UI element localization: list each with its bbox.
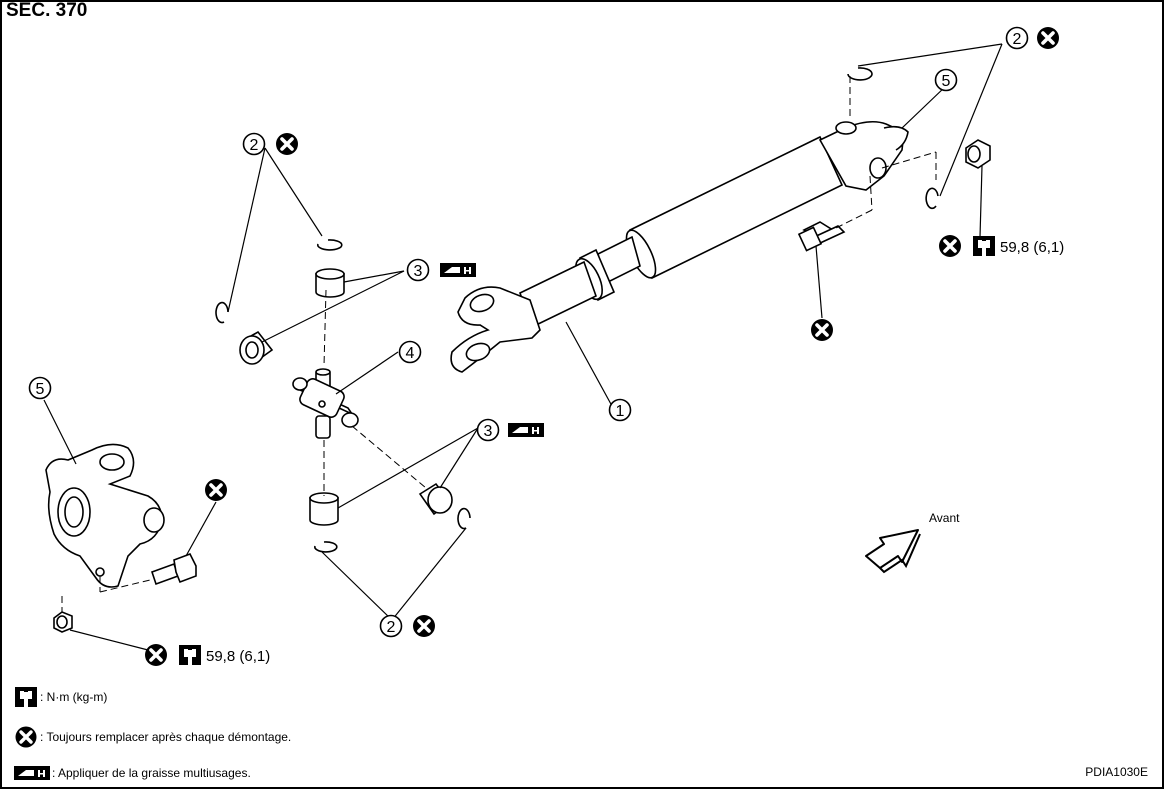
replace-x-icon [937, 233, 963, 259]
replace-x-icon [1035, 25, 1061, 51]
flange-yoke [45, 443, 165, 588]
legend-replace: : Toujours remplacer après chaque démont… [14, 726, 291, 748]
callout-1: 1 [608, 398, 632, 422]
center-lines [61, 76, 937, 612]
callout-number: 1 [616, 403, 625, 420]
leader-lines [43, 43, 1003, 651]
grease-icon [508, 423, 544, 437]
legend-torque: : N·m (kg-m) [14, 686, 107, 708]
callout-4: 4 [398, 340, 422, 364]
legend-grease: : Appliquer de la graisse multiusages. [14, 762, 251, 784]
direction-label: Avant [929, 511, 960, 525]
fasteners [53, 139, 991, 633]
replace-x-icon [15, 726, 37, 748]
torque-spec-lower: 59,8 (6,1) [143, 642, 270, 668]
torque-value: 59,8 (6,1) [206, 648, 270, 665]
callout-2-lower: 2 [379, 613, 437, 639]
torque-value: 59,8 (6,1) [1000, 239, 1064, 256]
torque-wrench-icon [179, 645, 201, 665]
torque-spec-upper: 59,8 (6,1) [937, 233, 1064, 259]
snap-rings [215, 67, 939, 553]
callout-number: 5 [36, 381, 45, 398]
callout-2-upper-right: 2 [1005, 25, 1061, 51]
spider-cross [292, 368, 359, 439]
replace-x-icon [809, 317, 835, 343]
callout-number: 2 [1013, 31, 1022, 48]
figure-code: PDIA1030E [1085, 765, 1148, 779]
callout-5-upper: 5 [934, 68, 958, 92]
legend-text: : N·m (kg-m) [40, 690, 108, 704]
torque-wrench-icon [973, 236, 995, 256]
callout-number: 2 [250, 137, 259, 154]
legend-text: : Appliquer de la graisse multiusages. [52, 766, 251, 780]
replace-x-icon [411, 613, 437, 639]
replace-x-icon [143, 642, 169, 668]
callout-number: 3 [414, 263, 423, 280]
callout-2-upper-left: 2 [242, 131, 300, 157]
front-direction-arrow: Avant [865, 511, 960, 574]
bearing-caps [239, 268, 453, 526]
legend-text: : Toujours remplacer après chaque démont… [40, 730, 292, 744]
section-label: SEC. 370 [6, 0, 88, 21]
torque-wrench-icon [15, 687, 37, 707]
callout-number: 4 [406, 345, 415, 362]
callout-3-lower: 3 [476, 418, 544, 442]
replace-x-icon [203, 477, 229, 503]
propeller-shaft [450, 120, 909, 373]
replace-x-icon [274, 131, 300, 157]
callout-number: 5 [942, 73, 951, 90]
callout-5-left: 5 [28, 376, 52, 400]
callout-number: 2 [387, 619, 396, 636]
grease-icon [440, 263, 476, 277]
grease-icon [14, 766, 50, 780]
callout-number: 3 [484, 423, 493, 440]
callout-3-upper: 3 [406, 258, 476, 282]
